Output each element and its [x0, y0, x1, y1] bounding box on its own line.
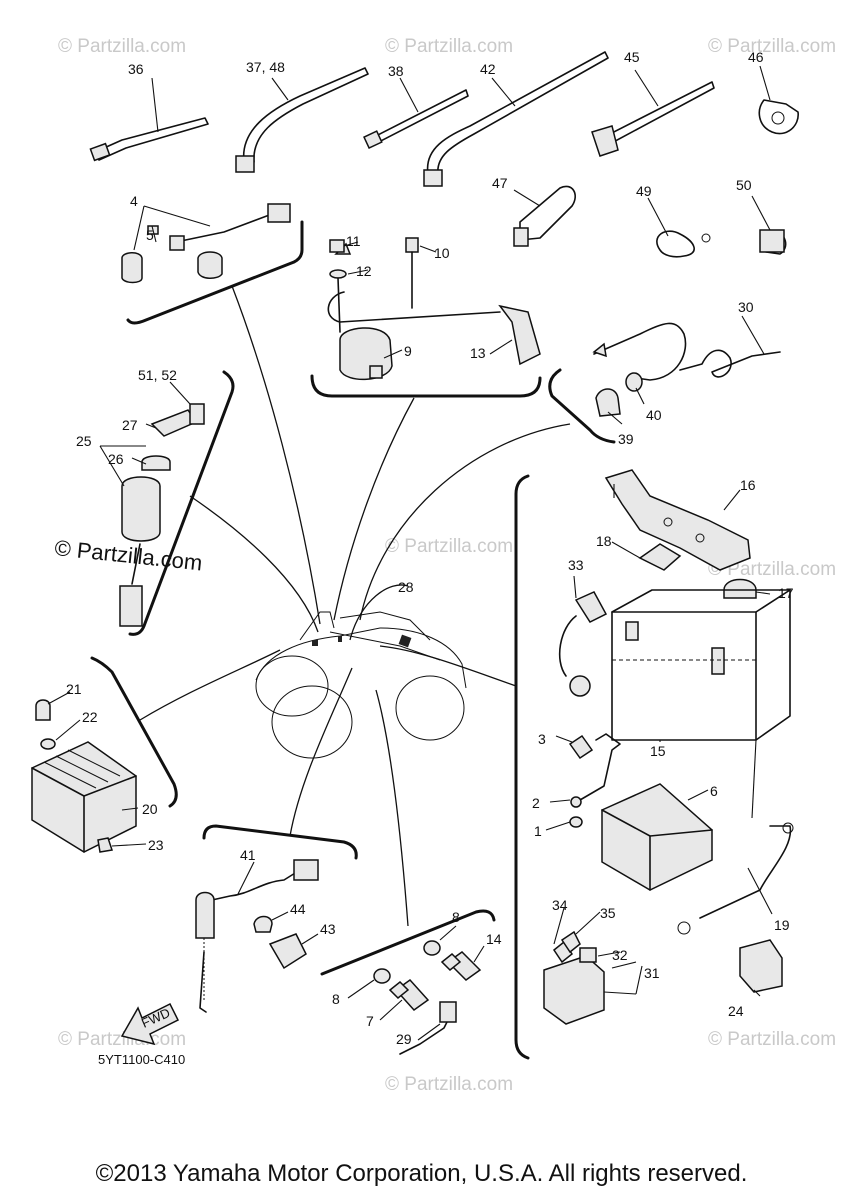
- part-label: 34: [552, 897, 568, 913]
- watermark: © Partzilla.com: [385, 36, 513, 57]
- copyright-notice: ©2013 Yamaha Motor Corporation, U.S.A. A…: [95, 1160, 748, 1187]
- part-label: 19: [774, 917, 790, 933]
- part-label: 12: [356, 263, 372, 279]
- watermark: © Partzilla.com: [385, 536, 513, 557]
- part-label: 33: [568, 557, 584, 573]
- sensor-group-14: [320, 909, 496, 1055]
- part-label: 29: [396, 1031, 412, 1047]
- rectifier-group: [31, 656, 178, 853]
- watermark: © Partzilla.com: [708, 559, 836, 580]
- part-label: 11: [346, 233, 361, 249]
- part-label: 38: [388, 63, 404, 79]
- part-label: 50: [736, 177, 752, 193]
- main-switch-group: [99, 370, 235, 636]
- clamp-47: [513, 185, 576, 247]
- part-label: 39: [618, 431, 634, 447]
- part-label: 30: [738, 299, 754, 315]
- part-label: 8: [332, 991, 340, 1007]
- part-label: 6: [710, 783, 718, 799]
- watermark: © Partzilla.com: [708, 36, 836, 57]
- part-label: 36: [128, 61, 144, 77]
- part-label: 20: [142, 801, 158, 817]
- watermark: © Partzilla.com: [58, 1029, 186, 1050]
- part-label: 14: [486, 931, 502, 947]
- atv-outline: [255, 611, 467, 759]
- part-label: 40: [646, 407, 662, 423]
- part-label: 24: [728, 1003, 744, 1019]
- part-label: 5: [146, 227, 154, 243]
- part-label: 43: [320, 921, 336, 937]
- neutral-switch-group: [195, 824, 358, 1013]
- diagram-code: 5YT1100-C410: [98, 1052, 185, 1067]
- cable-tie-37-48: [235, 67, 369, 173]
- part-label: 8: [452, 909, 460, 925]
- sensor-group-39: [548, 315, 781, 444]
- part-label: 49: [636, 183, 652, 199]
- battery-group-bracket: [514, 474, 530, 1060]
- cable-tie-45: [591, 69, 715, 157]
- watermark: © Partzilla.com: [385, 1074, 513, 1095]
- part-label: 22: [82, 709, 98, 725]
- connection-lines: [139, 285, 571, 927]
- partzilla-watermark: © Partzilla.com: [53, 535, 203, 575]
- part-label: 7: [366, 1013, 374, 1029]
- watermark: © Partzilla.com: [708, 1029, 836, 1050]
- part-label: 9: [404, 343, 412, 359]
- part-label: 23: [148, 837, 164, 853]
- cable-tie-36: [89, 77, 209, 162]
- part-label: 18: [596, 533, 612, 549]
- cable-tie-38: [363, 77, 469, 149]
- part-label: 28: [398, 579, 414, 595]
- part-label: 4: [130, 193, 138, 209]
- part-label: 32: [612, 947, 628, 963]
- part-label: 46: [748, 49, 764, 65]
- part-label: 51, 52: [138, 367, 177, 383]
- part-label: 17: [778, 585, 794, 601]
- part-label: 35: [600, 905, 616, 921]
- part-label: 15: [650, 743, 666, 759]
- part-label: 10: [434, 245, 450, 261]
- clamp-46: [758, 65, 799, 135]
- part-label: 47: [492, 175, 508, 191]
- part-label: 16: [740, 477, 756, 493]
- watermark: © Partzilla.com: [58, 36, 186, 57]
- part-label: 1: [534, 823, 542, 839]
- part-label: 21: [66, 681, 82, 697]
- part-label: 31: [644, 965, 660, 981]
- part-labels: 36 37, 48 38 42 45 46 47 49 50 4 5 11 10…: [66, 49, 794, 1047]
- part-label: 42: [480, 61, 496, 77]
- part-label: 44: [290, 901, 306, 917]
- part-label: 3: [538, 731, 546, 747]
- part-label: 26: [108, 451, 124, 467]
- clamp-50: [751, 195, 787, 255]
- clip-49: [647, 197, 711, 258]
- part-label: 41: [240, 847, 256, 863]
- part-label: 45: [624, 49, 640, 65]
- connector-group-4: [121, 203, 304, 325]
- part-label: 25: [76, 433, 92, 449]
- battery-group: [543, 469, 794, 1025]
- part-label: 2: [532, 795, 540, 811]
- ignition-coil-group: [310, 237, 542, 398]
- cable-tie-42: [423, 51, 609, 187]
- part-label: 27: [122, 417, 138, 433]
- part-label: 13: [470, 345, 486, 361]
- part-label: 37, 48: [246, 59, 285, 75]
